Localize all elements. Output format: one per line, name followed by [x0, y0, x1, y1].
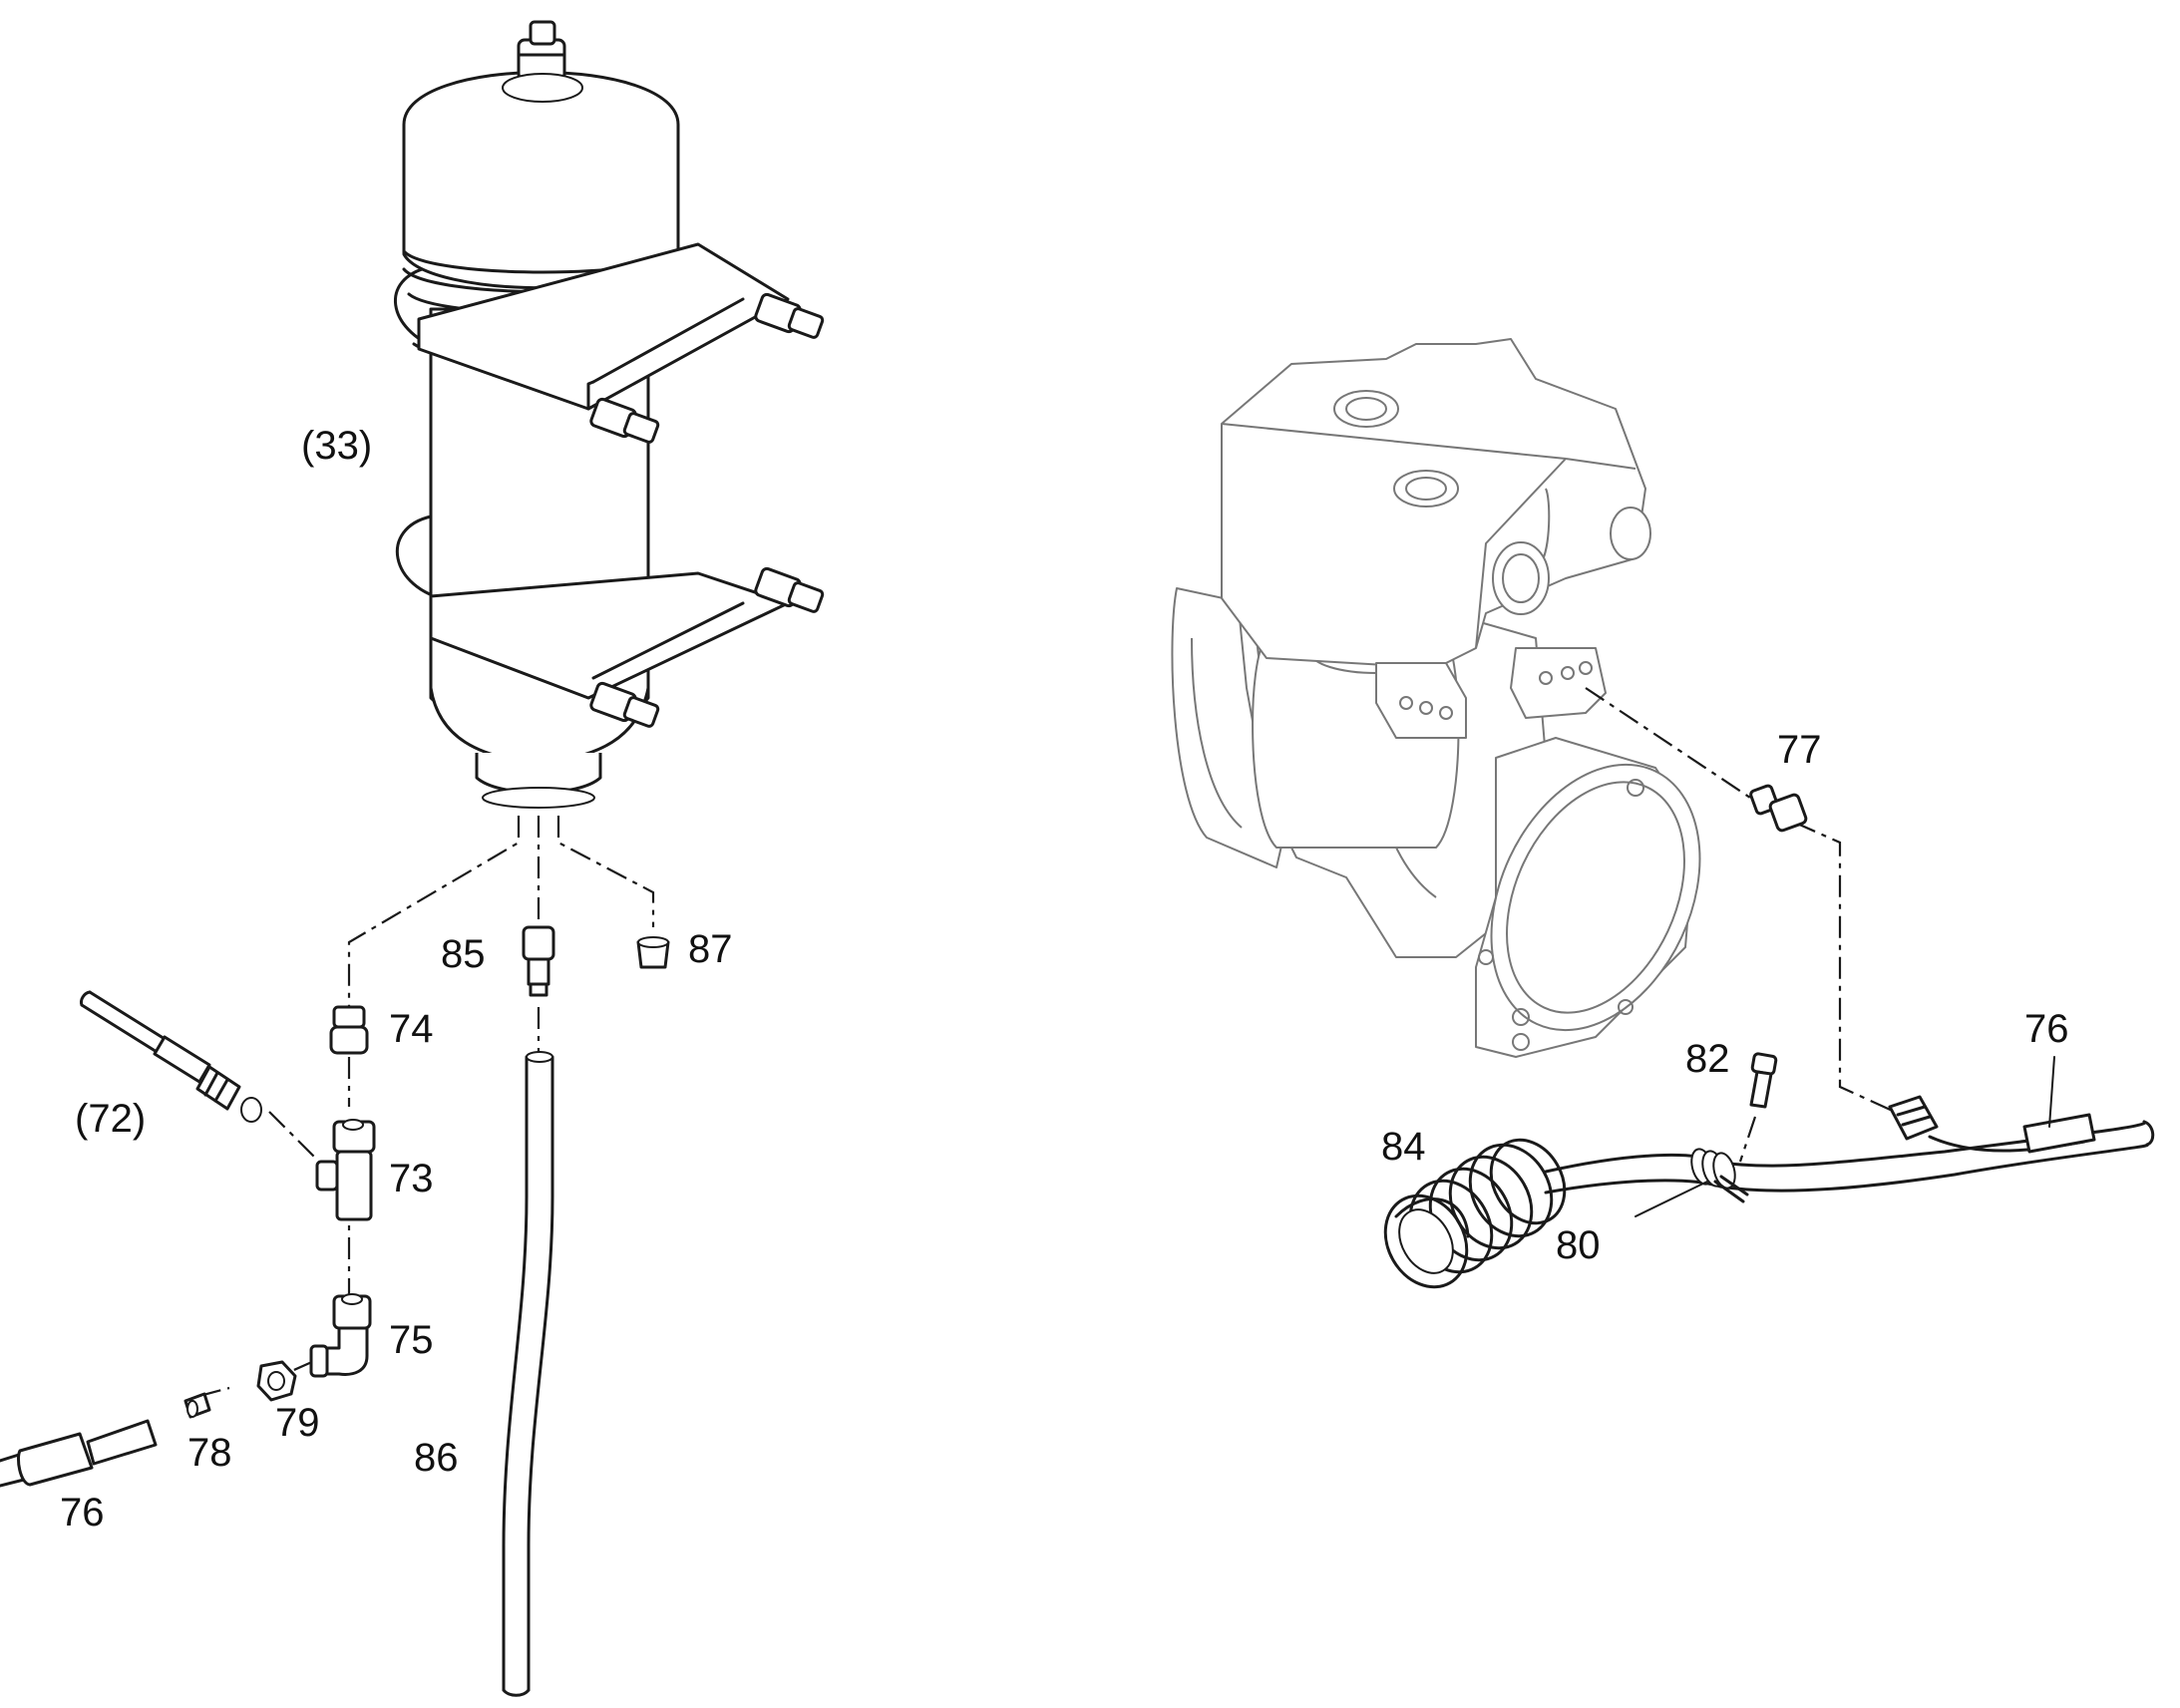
hose-barb-fitting: [522, 925, 555, 997]
connection-lines-left: [198, 816, 655, 1398]
callout-84: 84: [1381, 1125, 1426, 1169]
bracket-bolt: [589, 681, 660, 728]
air-dryer-canister: [393, 20, 825, 809]
drain-tube: [502, 1051, 554, 1697]
protective-coil-84: [1383, 1138, 1567, 1289]
callout-82: 82: [1685, 1037, 1730, 1081]
bracket-bolt: [754, 292, 825, 339]
retaining-screw: [1749, 1052, 1778, 1109]
callout-78: 78: [187, 1431, 232, 1475]
leader-lines: [1635, 1056, 2055, 1217]
callout-86: 86: [414, 1436, 459, 1480]
tee-fitting: [315, 1119, 376, 1221]
sleeve-ferrule: [183, 1392, 211, 1419]
callout-76-right: 76: [2024, 1007, 2069, 1051]
connector-fitting: [1749, 784, 1808, 833]
air-line-left: [0, 1419, 158, 1488]
existing-air-line: [80, 990, 262, 1123]
callout-77: 77: [1777, 728, 1822, 772]
callout-85: 85: [441, 932, 486, 976]
bracket-bolt: [754, 566, 825, 613]
callout-79: 79: [275, 1401, 320, 1445]
callout-80: 80: [1556, 1223, 1601, 1267]
air-compressor: [1171, 338, 1701, 1058]
callout-73: 73: [389, 1157, 434, 1200]
plug-cap: [636, 936, 670, 969]
clamp-80: [1690, 1148, 1749, 1203]
elbow-fitting: [309, 1293, 372, 1378]
hex-nut: [256, 1360, 297, 1402]
callout-labels: (33) (72) 73 74 75 76 76 77 78 79 80 82 …: [60, 424, 2069, 1535]
callout-87: 87: [688, 927, 733, 971]
connection-lines-right: [1585, 687, 1896, 1163]
callout-74: 74: [389, 1007, 434, 1051]
air-line-right: [1544, 1095, 2155, 1195]
callout-33: (33): [301, 424, 372, 468]
straight-fitting: [329, 1005, 369, 1055]
callout-76-left: 76: [60, 1491, 105, 1535]
bracket-bolt: [589, 397, 660, 444]
callout-72: (72): [75, 1097, 146, 1141]
callout-75: 75: [389, 1318, 434, 1362]
